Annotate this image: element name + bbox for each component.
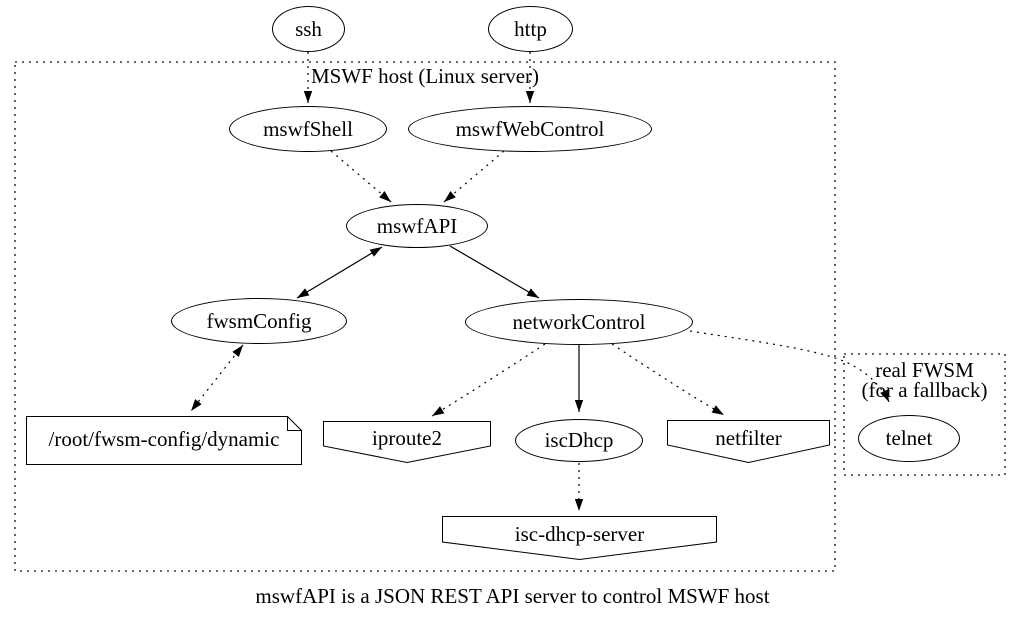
- node-http-label: http: [514, 16, 547, 41]
- node-ssh-label: ssh: [295, 16, 322, 41]
- note-shape: [26, 416, 302, 465]
- cluster-real-fwsm-label-line2: (for a fallback): [861, 378, 988, 402]
- node-netfilter: netfilter: [667, 420, 830, 463]
- node-telnet-label: telnet: [885, 426, 933, 450]
- node-netfilter-label: netfilter: [715, 426, 782, 450]
- node-networkcontrol-label: networkControl: [512, 309, 646, 334]
- node-telnet: telnet: [858, 415, 960, 462]
- node-iscdhcp: iscDhcp: [515, 419, 643, 462]
- node-mswfapi: mswfAPI: [346, 204, 488, 248]
- node-mswfshell-label: mswfShell: [263, 116, 353, 141]
- node-fwsmconfig: fwsmConfig: [171, 298, 347, 344]
- node-fwsm-config-path: /root/fwsm-config/dynamic: [26, 416, 302, 465]
- note-fold-icon: [287, 416, 302, 431]
- edge-fwsmconfig-dynamicfile: [190, 344, 244, 412]
- node-iproute2-label: iproute2: [372, 426, 442, 450]
- edge-mswfapi-to-networkcontrol: [449, 245, 540, 299]
- cluster-real-fwsm-label-line1: real FWSM: [875, 358, 974, 382]
- invhouse-shape: [323, 421, 491, 463]
- invhouse-shape: [442, 516, 717, 560]
- node-isc-dhcp-server: isc-dhcp-server: [442, 516, 717, 560]
- edge-mswfapi-fwsmconfig: [296, 246, 383, 299]
- cluster-mswf-host-label: MSWF host (Linux server): [310, 64, 540, 88]
- node-ssh: ssh: [272, 6, 345, 52]
- node-mswfwebcontrol-label: mswfWebControl: [455, 116, 605, 141]
- node-isc-dhcp-server-label: isc-dhcp-server: [514, 522, 645, 546]
- node-fwsm-config-path-label: /root/fwsm-config/dynamic: [48, 427, 280, 451]
- node-networkcontrol: networkControl: [465, 299, 693, 345]
- edge-networkcontrol-to-netfilter: [611, 343, 725, 416]
- node-fwsmconfig-label: fwsmConfig: [206, 308, 312, 333]
- node-iproute2: iproute2: [323, 421, 491, 463]
- node-mswfshell: mswfShell: [229, 106, 387, 152]
- edge-mswfwebcontrol-to-mswfapi: [443, 150, 505, 203]
- edge-mswfshell-to-mswfapi: [330, 150, 392, 203]
- node-mswfwebcontrol: mswfWebControl: [408, 106, 652, 152]
- node-iscdhcp-label: iscDhcp: [544, 428, 614, 452]
- edge-networkcontrol-to-telnet: [689, 330, 890, 403]
- node-mswfapi-label: mswfAPI: [376, 213, 458, 238]
- invhouse-shape: [667, 420, 830, 463]
- diagram-caption: mswfAPI is a JSON REST API server to con…: [255, 584, 770, 608]
- edge-networkcontrol-to-iproute2: [431, 343, 546, 417]
- node-http: http: [488, 6, 573, 52]
